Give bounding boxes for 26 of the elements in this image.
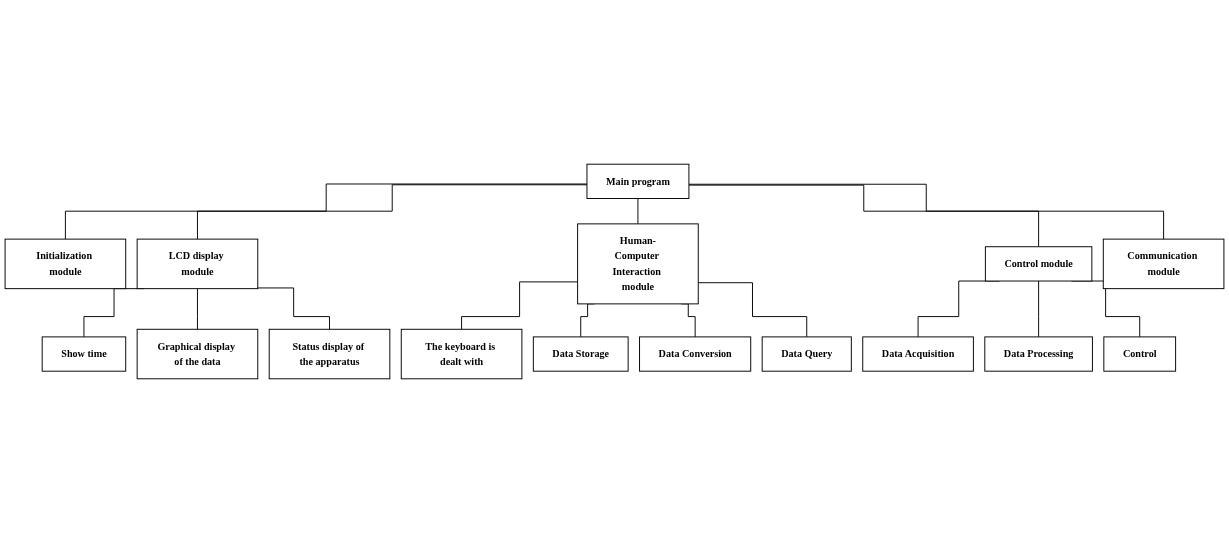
node-box: The keyboard is dealt with: [400, 328, 523, 380]
connector: [64, 183, 588, 240]
node-box: Data Storage: [532, 336, 629, 372]
connector: [1038, 280, 1040, 338]
node-box: Show time: [41, 336, 127, 372]
node-box: Main program: [586, 163, 690, 199]
node-box: Data Query: [761, 336, 852, 372]
connector: [688, 183, 1165, 240]
node-box: LCD display module: [136, 238, 259, 290]
connector: [197, 184, 588, 240]
connector: [197, 288, 198, 330]
connector: [697, 282, 808, 338]
node-box: Control: [1103, 336, 1177, 372]
node-box: Control module: [984, 246, 1093, 282]
connector: [688, 184, 1040, 248]
node-box: Initialization module: [4, 238, 127, 290]
node-box: Data Acquisition: [862, 336, 974, 372]
node-box: Data Processing: [984, 336, 1093, 372]
node-box: Communication module: [1102, 238, 1225, 290]
node-box: Data Conversion: [639, 336, 752, 372]
connector: [257, 287, 330, 330]
node-box: Graphical display of the data: [136, 328, 259, 380]
connector: [461, 281, 579, 330]
node-box: Human-Computer Interaction module: [577, 223, 699, 305]
connector: [637, 198, 639, 225]
node-box: Status display of the apparatus: [268, 328, 391, 380]
